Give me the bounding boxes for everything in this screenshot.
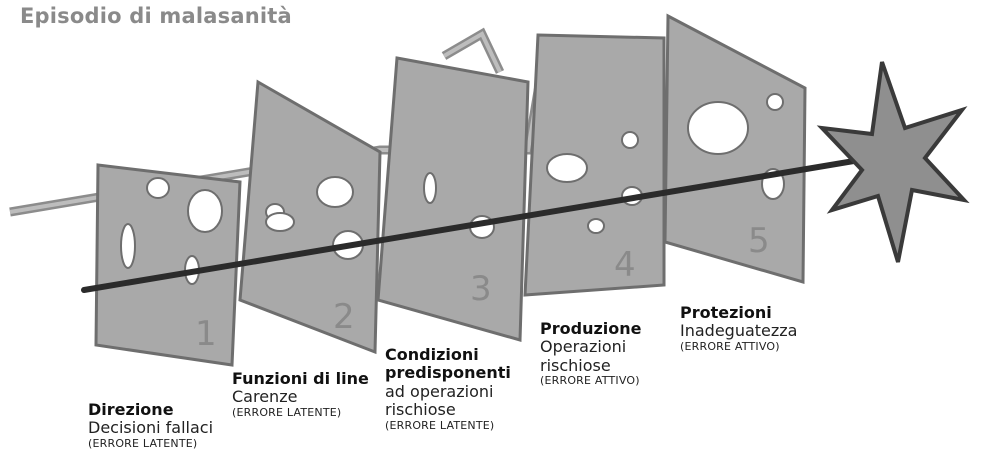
label-slice-2: Funzioni di line Carenze (ERRORE LATENTE… — [232, 369, 369, 419]
slice-1: 1 — [94, 163, 242, 367]
slice-error-type: (ERRORE LATENTE) — [385, 418, 495, 432]
label-slice-3: Condizioni predisponenti ad operazioni r… — [385, 345, 511, 432]
diagram-title: Episodio di malasanità — [20, 4, 292, 28]
slice-description: Operazioni — [540, 337, 627, 357]
slice-number: 2 — [333, 297, 355, 337]
slice-error-type: (ERRORE ATTIVO) — [680, 339, 780, 353]
slice-3: 3 — [376, 56, 530, 342]
slice-description: Decisioni fallaci — [88, 418, 214, 438]
slice-2: 2 — [238, 79, 382, 355]
label-slice-1: Direzione Decisioni fallaci (ERRORE LATE… — [88, 400, 214, 450]
slice-number: 5 — [748, 221, 770, 261]
slice-heading: Direzione — [88, 400, 174, 419]
slice-heading: Funzioni di line — [232, 369, 369, 388]
slice-description-2: rischiose — [385, 400, 456, 420]
slice-5: 5 — [663, 13, 807, 284]
slice-description: Inadeguatezza — [680, 321, 798, 341]
slice-heading: Condizioni — [385, 345, 479, 364]
slice-4: 4 — [523, 33, 666, 297]
slice-number: 1 — [195, 314, 217, 354]
slice-error-type: (ERRORE LATENTE) — [88, 436, 198, 450]
slice-heading: Produzione — [540, 319, 642, 338]
slice-number: 3 — [470, 269, 492, 309]
slice-error-type: (ERRORE ATTIVO) — [540, 374, 640, 388]
label-slice-5: Protezioni Inadeguatezza (ERRORE ATTIVO) — [680, 303, 798, 353]
slice-description: ad operazioni — [385, 381, 494, 401]
slice-error-type: (ERRORE LATENTE) — [232, 405, 342, 419]
slice-heading-2: predisponenti — [385, 363, 511, 383]
explosion-burst — [816, 61, 970, 263]
label-slice-4: Produzione Operazioni rischiose (ERRORE … — [540, 319, 642, 388]
slice-heading: Protezioni — [680, 303, 772, 322]
slice-description-2: rischiose — [540, 355, 611, 375]
slice-number: 4 — [614, 245, 636, 285]
slice-description: Carenze — [232, 387, 298, 407]
